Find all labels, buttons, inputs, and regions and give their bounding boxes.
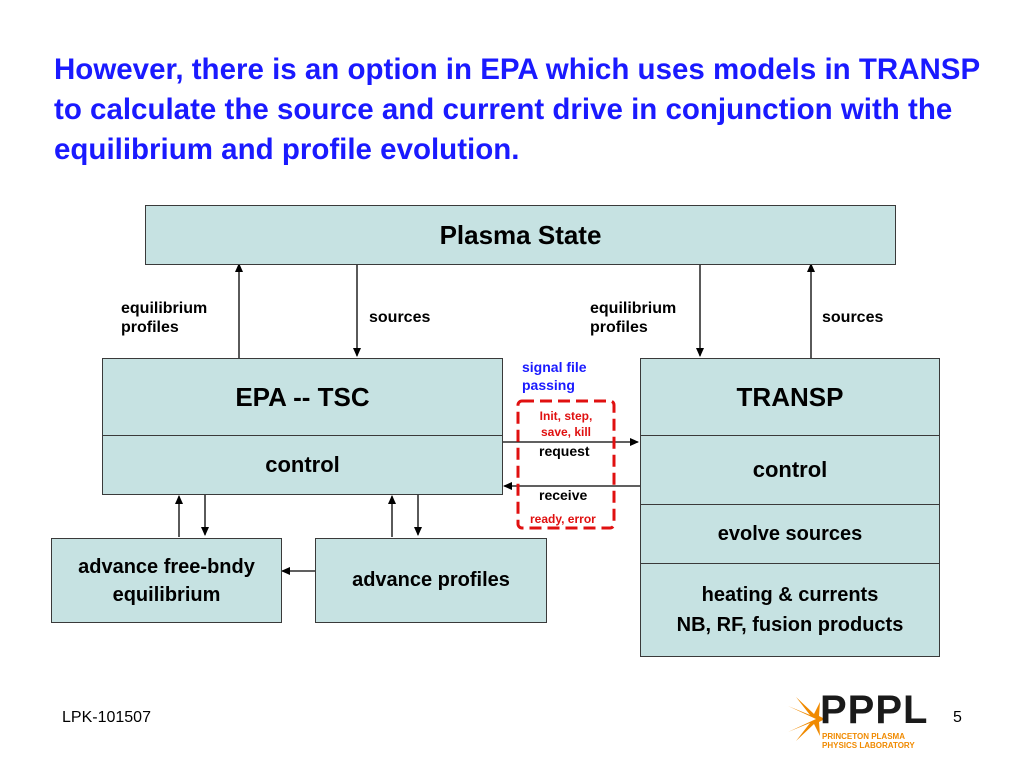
transp-control-box: control (640, 435, 940, 505)
signal-file-box (516, 399, 616, 530)
logo-text: PPPL (820, 688, 929, 732)
epa-control-box: control (102, 435, 503, 495)
left-sources-label: sources (369, 309, 431, 326)
advance-equilibrium-box: advance free-bndy equilibrium (51, 538, 282, 623)
footer-id: LPK-101507 (62, 709, 151, 726)
logo-subtitle: PRINCETON PLASMA PHYSICS LABORATORY (822, 732, 915, 750)
slide-title: However, there is an option in EPA which… (54, 53, 980, 166)
pppl-logo: PPPL PRINCETON PLASMA PHYSICS LABORATORY (786, 688, 929, 754)
receive-messages: ready, error (530, 512, 596, 526)
page-number: 5 (953, 709, 962, 726)
request-label: request (539, 443, 590, 459)
plasma-state-label: Plasma State (439, 219, 602, 250)
transp-box: TRANSP (640, 358, 940, 436)
request-messages: Init, step, save, kill (539, 409, 593, 439)
right-sources-label: sources (822, 309, 884, 326)
receive-label: receive (539, 487, 588, 503)
advance-profiles-box: advance profiles (315, 538, 547, 623)
evolve-sources-box: evolve sources (640, 504, 940, 564)
plasma-state-box: Plasma State (145, 205, 896, 265)
starburst-icon (788, 697, 825, 741)
heating-currents-box: heating & currents NB, RF, fusion produc… (640, 563, 940, 657)
right-equilibrium-profiles-label: equilibrium profiles (590, 300, 677, 336)
epa-tsc-box: EPA -- TSC (102, 358, 503, 436)
signal-file-passing-label: signal file passing (522, 359, 587, 393)
left-equilibrium-profiles-label: equilibrium profiles (121, 300, 208, 336)
